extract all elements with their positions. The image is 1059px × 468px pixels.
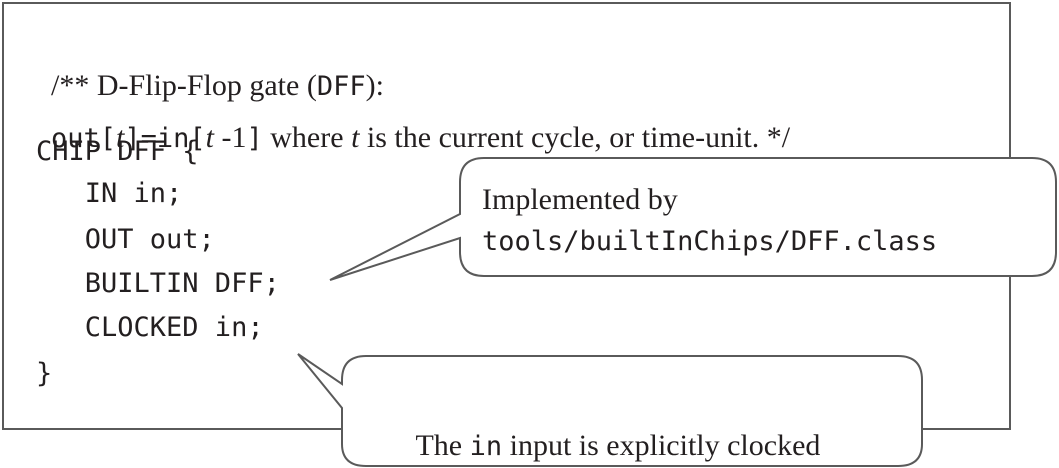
- callout-clocked-bubble: [297, 353, 923, 467]
- comment-line-1: /** D-Flip-Flop gate (DFF):: [36, 32, 384, 105]
- comment-close-bracket: ]: [246, 123, 263, 154]
- comment-t2: t: [205, 121, 214, 154]
- comment-line-2: out[t]=in[t -1] where t is the current c…: [36, 84, 790, 157]
- callout-builtin-line2: tools/builtInChips/DFF.class: [482, 226, 938, 257]
- comment-rest: is the current cycle, or time-unit. */: [359, 121, 791, 154]
- comment-out: out[: [51, 123, 117, 154]
- comment-t3: t: [351, 121, 360, 154]
- code-line-clocked: CLOCKED in;: [36, 312, 264, 343]
- code-line-in: IN in;: [36, 178, 183, 209]
- comment-prefix: /** D-Flip-Flop gate (: [51, 69, 317, 102]
- callout-clocked-prefix: The: [415, 429, 470, 462]
- code-line-close: }: [36, 358, 53, 389]
- comment-where: where: [262, 121, 352, 154]
- comment-minus-one: -1: [214, 121, 247, 154]
- callout-clocked-text: The in input is explicitly clocked: [401, 395, 820, 463]
- code-line-chip: CHIP DFF {: [36, 136, 199, 167]
- comment-dff-code: DFF: [316, 71, 366, 102]
- callout-clocked-code: in: [469, 431, 503, 462]
- code-line-builtin: BUILTIN DFF;: [36, 268, 280, 299]
- callout-builtin-bubble: [329, 157, 1057, 281]
- code-line-out: OUT out;: [36, 224, 215, 255]
- comment-suffix: ):: [365, 69, 384, 102]
- comment-eq-in: ]=in[: [124, 123, 206, 154]
- comment-t1: t: [116, 121, 125, 154]
- callout-clocked-suffix: input is explicitly clocked: [502, 429, 821, 462]
- callout-builtin-line1: Implemented by: [482, 183, 678, 216]
